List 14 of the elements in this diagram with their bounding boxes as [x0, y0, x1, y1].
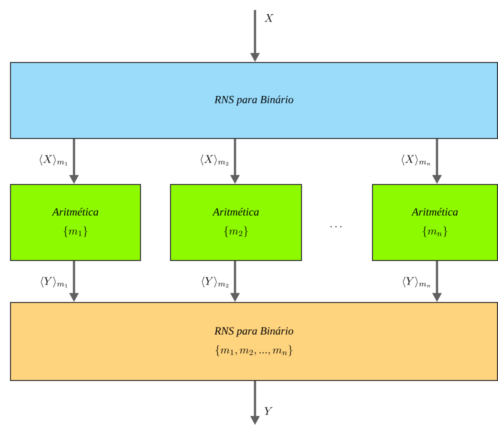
edge-label: $\langle X\rangle_{m_2}$ — [200, 154, 228, 166]
arithmetic-box: Aritmética $\{m_2\}$ — [170, 184, 302, 261]
ellipsis: $\cdots$ — [330, 226, 342, 228]
arithmetic-box: Aritmética $\{m_1\}$ — [10, 184, 141, 261]
arithmetic-box: Aritmética $\{m_n\}$ — [372, 184, 498, 261]
converter-box: RNS para Binário $\{m_1, m_2, ..., m_n\}$ — [10, 302, 498, 381]
edge-label: $\langle X\rangle_{m_n}$ — [402, 154, 430, 166]
edge-label: $\langle Y\rangle_{m_2}$ — [202, 276, 228, 288]
edge-label: $\langle X\rangle_{m_1}$ — [40, 154, 68, 166]
converter-box: RNS para Binário — [10, 62, 498, 139]
edge-label: $Y$ — [264, 407, 273, 415]
edge-label: $X$ — [264, 14, 274, 22]
edge-label: $\langle Y\rangle_{m_n}$ — [402, 276, 430, 288]
edge-label: $\langle Y\rangle_{m_1}$ — [40, 276, 68, 288]
